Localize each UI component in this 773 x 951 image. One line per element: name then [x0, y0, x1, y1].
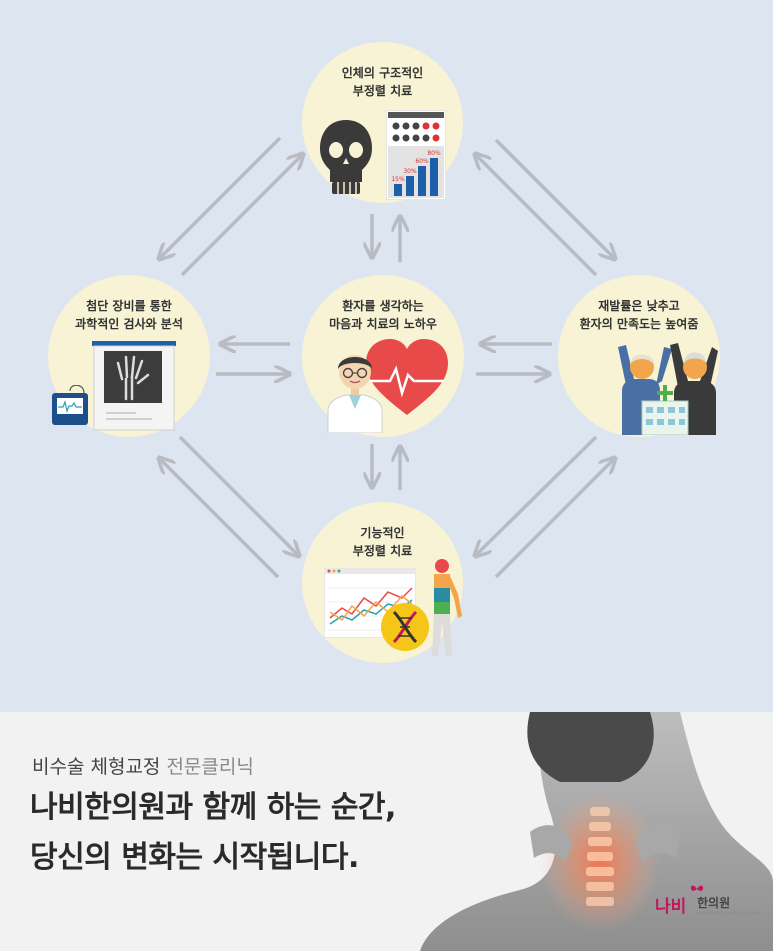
chart-label-15: 15%: [391, 176, 405, 183]
bone-chart-panel-icon: 15% 30% 60% 80%: [386, 110, 446, 200]
arrow-top-to-left: [160, 136, 282, 258]
chart-label-60: 60%: [415, 158, 429, 165]
node-title-line1: 기능적인: [360, 526, 405, 540]
arrow-bottom-to-right: [494, 459, 614, 579]
banner-subtitle: 비수술 체형교정 전문클리닉: [32, 752, 254, 779]
node-title-line2: 환자의 만족도는 높여줌: [579, 317, 699, 331]
headline-line2: 당신의 변화는 시작됩니다.: [30, 840, 359, 875]
line-graph-icon: [324, 568, 416, 638]
logo-tagline: NABI ORIENTAL MEDICAL CLINIC: [697, 911, 762, 916]
doctor-icon: [327, 355, 383, 433]
node-title-line1: 재발률은 낮추고: [598, 299, 680, 313]
node-patient-care: 환자를 생각하는 마음과 치료의 노하우: [302, 275, 464, 437]
chart-label-30: 30%: [403, 168, 417, 175]
ecg-monitor-icon: [52, 385, 88, 425]
node-satisfaction: 재발률은 낮추고 환자의 만족도는 높여줌: [558, 275, 720, 437]
arrow-right-to-top: [476, 155, 598, 277]
logo-side-text: 한의원: [697, 896, 731, 910]
treatment-cycle-diagram: 인체의 구조적인 부정렬 치료 15% 30% 60% 80%: [0, 0, 773, 712]
arrow-bottom-to-left: [160, 459, 280, 579]
node-functional-treatment: 기능적인 부정렬 치료: [302, 502, 463, 663]
arrow-left-to-bottom: [178, 435, 298, 555]
dna-icon: [381, 603, 429, 651]
node-scientific-analysis: 첨단 장비를 통한 과학적인 검사와 분석: [48, 275, 210, 437]
connector-arrows: [0, 136, 773, 579]
node-title-line1: 첨단 장비를 통한: [86, 299, 172, 313]
node-title-line2: 마음과 치료의 노하우: [329, 317, 437, 331]
arrow-left-to-top: [180, 155, 302, 277]
body-silhouette-icon: [432, 559, 462, 656]
chart-label-80: 80%: [427, 150, 441, 157]
node-title-line1: 환자를 생각하는: [342, 299, 424, 313]
arrow-top-to-right: [494, 138, 614, 258]
node-title-line1: 인체의 구조적인: [341, 66, 424, 80]
logo-main-text: 나비: [655, 897, 687, 917]
node-title-line2: 과학적인 검사와 분석: [75, 317, 183, 331]
subtitle-plain: 비수술 체형교정: [32, 756, 161, 778]
clinic-logo: 나비 한의원 NABI ORIENTAL MEDICAL CLINIC: [655, 884, 762, 924]
happy-couple-icon: [618, 343, 718, 435]
node-title-line2: 부정렬 치료: [352, 84, 413, 98]
skull-icon: [320, 120, 372, 194]
butterfly-icon: [690, 885, 704, 891]
arrow-right-to-bottom: [476, 435, 598, 555]
xray-viewer-icon: [92, 341, 176, 431]
node-structural-treatment: 인체의 구조적인 부정렬 치료 15% 30% 60% 80%: [302, 42, 463, 203]
neck-pain-photo: [420, 712, 773, 951]
heart-icon: [366, 339, 448, 415]
headline-line1: 나비한의원과 함께 하는 순간,: [30, 790, 396, 825]
subtitle-emphasis: 전문클리닉: [166, 756, 254, 778]
node-title-line2: 부정렬 치료: [352, 544, 413, 558]
promo-banner: 비수술 체형교정 전문클리닉 나비한의원과 함께 하는 순간, 당신의 변화는 …: [0, 712, 773, 951]
